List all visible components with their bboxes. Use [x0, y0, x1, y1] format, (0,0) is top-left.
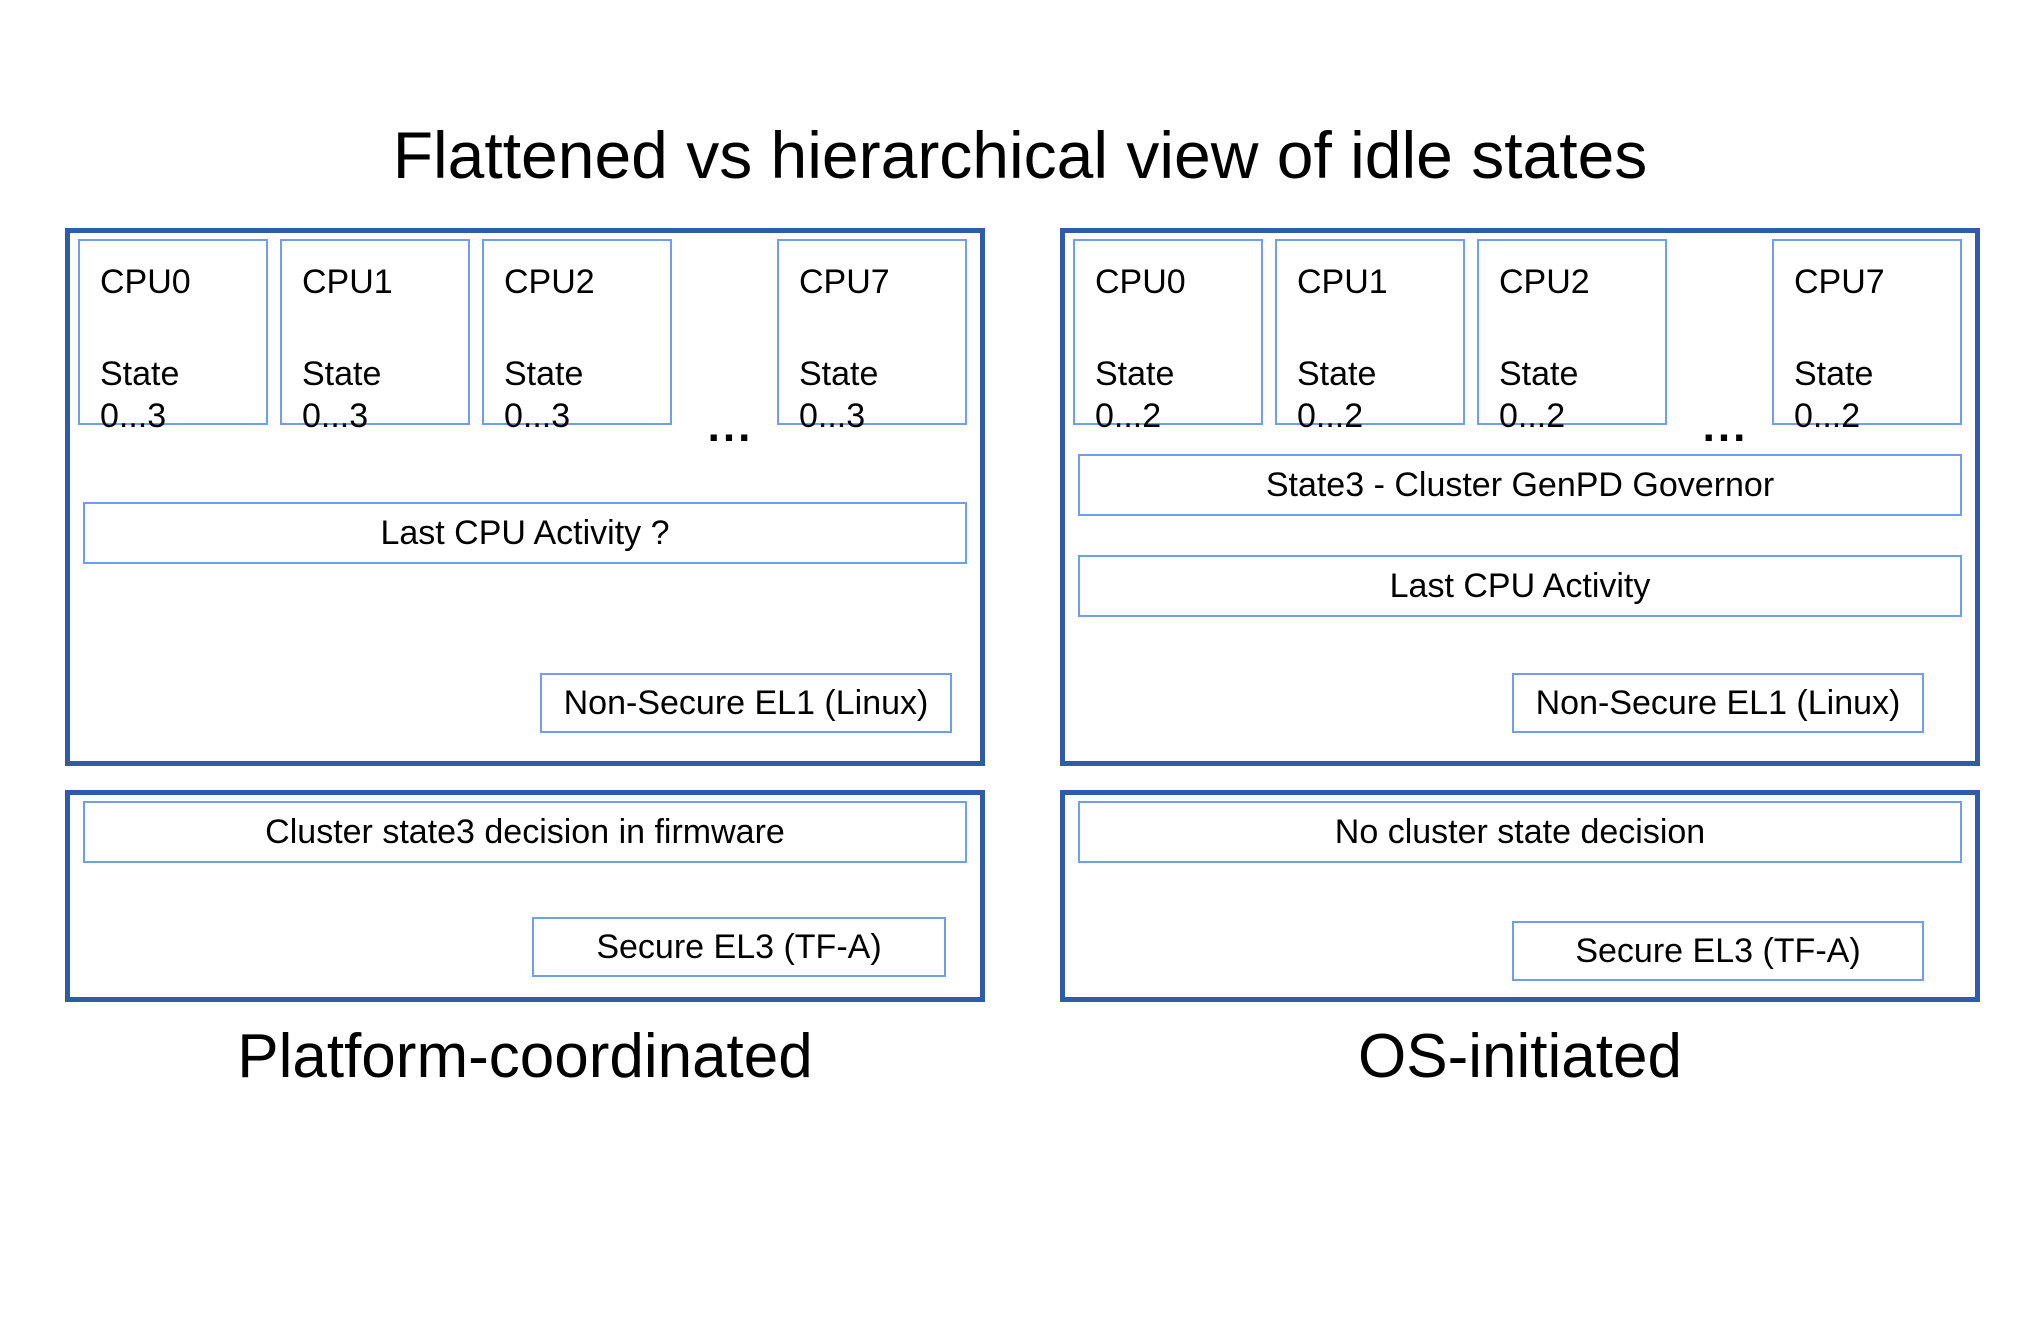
cpu-box-cpu7: CPU7 State 0...3 [777, 239, 967, 435]
cpu-state-range: 0...3 [302, 397, 369, 435]
cpu-state-range: 0...2 [1095, 397, 1162, 435]
cpu-box-cpu2: CPU2 State 0...2 [1477, 239, 1667, 435]
cpu-state-label: State [1794, 355, 1874, 393]
non-secure-el1-linux-box: Non-Secure EL1 (Linux) [1512, 673, 1924, 733]
cluster-state3-decision-box: Cluster state3 decision in firmware [83, 801, 967, 863]
cpu-state: State 0...2 [1499, 353, 1665, 437]
os-initiated-caption: OS-initiated [1358, 1022, 1682, 1091]
cpu-state-range: 0...3 [799, 397, 866, 435]
cpu-row: CPU0 State 0...2 CPU1 State 0...2 CPU2 S… [1073, 239, 1962, 451]
platform-coordinated-firmware-panel: Cluster state3 decision in firmware Secu… [65, 790, 985, 1002]
cpu-name: CPU2 [1499, 263, 1590, 301]
os-initiated-kernel-panel: CPU0 State 0...2 CPU1 State 0...2 CPU2 S… [1060, 228, 1980, 766]
cpu-box-cpu1: CPU1 State 0...2 [1275, 239, 1465, 435]
cpu-box-cpu0: CPU0 State 0...3 [78, 239, 268, 435]
cpu-name: CPU0 [1095, 263, 1186, 301]
cpu-state: State 0...2 [1095, 353, 1261, 437]
cpu-state-range: 0...3 [100, 397, 167, 435]
cpu-name: CPU1 [302, 263, 393, 301]
cpu-state-range: 0...2 [1297, 397, 1364, 435]
cpu-state-range: 0...3 [504, 397, 571, 435]
cpu-name: CPU7 [1794, 263, 1885, 301]
cpu-name: CPU7 [799, 263, 890, 301]
secure-el3-tfa-box: Secure EL3 (TF-A) [532, 917, 946, 977]
state3-cluster-genpd-governor-box: State3 - Cluster GenPD Governor [1078, 454, 1962, 516]
cpu-state: State 0...3 [799, 353, 965, 437]
cpu-state: State 0...3 [100, 353, 266, 437]
platform-coordinated-caption: Platform-coordinated [237, 1022, 813, 1091]
cpu-state: State 0...2 [1794, 353, 1960, 437]
cpu-state-label: State [1499, 355, 1579, 393]
last-cpu-activity-question-box: Last CPU Activity ? [83, 502, 967, 564]
cpu-ellipsis-gap: ... [1702, 402, 1749, 451]
cpu-state: State 0...3 [302, 353, 468, 437]
cpu-name: CPU2 [504, 263, 595, 301]
cpu-state-range: 0...2 [1794, 397, 1861, 435]
cpu-state-label: State [504, 355, 584, 393]
cpu-ellipsis-gap: ... [707, 402, 754, 451]
cpu-state: State 0...2 [1297, 353, 1463, 437]
cpu-row: CPU0 State 0...3 CPU1 State 0...3 CPU2 S… [78, 239, 967, 451]
last-cpu-activity-box: Last CPU Activity [1078, 555, 1962, 617]
secure-el3-tfa-box: Secure EL3 (TF-A) [1512, 921, 1924, 981]
cpu-state-label: State [1297, 355, 1377, 393]
os-initiated-firmware-panel: No cluster state decision Secure EL3 (TF… [1060, 790, 1980, 1002]
platform-coordinated-kernel-panel: CPU0 State 0...3 CPU1 State 0...3 CPU2 S… [65, 228, 985, 766]
no-cluster-state-decision-box: No cluster state decision [1078, 801, 1962, 863]
cpu-name: CPU1 [1297, 263, 1388, 301]
cpu-state-range: 0...2 [1499, 397, 1566, 435]
cpu-state-label: State [100, 355, 180, 393]
cpu-state-label: State [302, 355, 382, 393]
cpu-box-cpu0: CPU0 State 0...2 [1073, 239, 1263, 435]
cpu-state: State 0...3 [504, 353, 670, 437]
cpu-box-cpu1: CPU1 State 0...3 [280, 239, 470, 435]
non-secure-el1-linux-box: Non-Secure EL1 (Linux) [540, 673, 952, 733]
cpu-name: CPU0 [100, 263, 191, 301]
cpu-state-label: State [799, 355, 879, 393]
cpu-box-cpu2: CPU2 State 0...3 [482, 239, 672, 435]
cpu-box-cpu7: CPU7 State 0...2 [1772, 239, 1962, 435]
cpu-state-label: State [1095, 355, 1175, 393]
slide-title: Flattened vs hierarchical view of idle s… [392, 118, 1648, 192]
